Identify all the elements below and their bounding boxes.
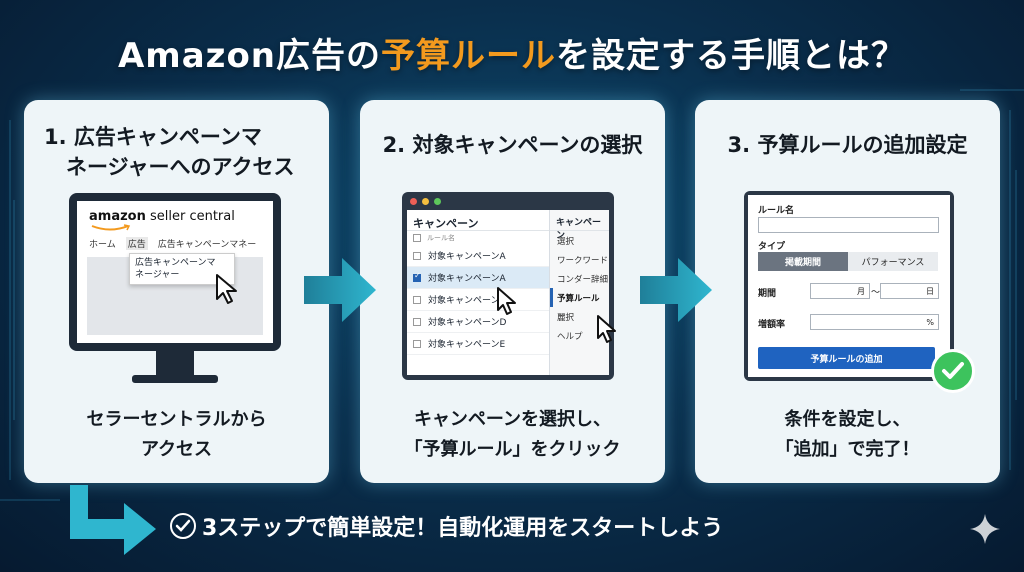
row-checkbox[interactable] (413, 251, 421, 260)
corner-arrow-icon (70, 485, 156, 555)
type-label: タイプ (758, 242, 786, 252)
seller-central-screen: amazon seller central ホーム 広告 広告キャンペーンマネー… (77, 201, 273, 343)
column-header: ルール名 (407, 231, 549, 245)
row-checkbox-checked[interactable] (413, 271, 421, 282)
minimize-dot-icon[interactable] (422, 198, 429, 205)
nav-home[interactable]: ホーム (89, 240, 116, 250)
increase-rate-input[interactable]: % (810, 314, 939, 330)
campaign-list-header: キャンペーン (407, 210, 549, 231)
step-3-title: 3. 予算ルールの追加設定 (727, 133, 968, 157)
campaign-window: キャンペーン ルール名 対象キャンペーンA 対象キャンペーンA 対象キャンペーン… (402, 192, 616, 380)
rule-name-label: ルール名 (758, 206, 795, 216)
step-card-2: 2. 対象キャンペーンの選択 キャンペーン ルール名 対象キャンペーンA 対象キ… (360, 100, 665, 483)
period-month-input[interactable]: 月 (810, 283, 870, 299)
window-controls (410, 198, 441, 205)
cursor-icon (497, 287, 516, 315)
step-1-caption: セラーセントラルから アクセス (86, 409, 267, 460)
budget-rule-form: ルール名 タイプ 掲載期間 パフォーマンス 期間 月 ～ 日 増額率 % 予算ル… (748, 195, 950, 377)
menu-item-help[interactable]: ヘルプ (557, 331, 583, 342)
campaign-menu: キャンペーン 選択 ワークワード コンダー辞細 予算ルール 麗択 ヘルプ (550, 210, 609, 375)
menu-item-select[interactable]: 選択 (557, 236, 575, 247)
seller-central-nav: ホーム 広告 広告キャンペーンマネー (77, 237, 273, 250)
cursor-icon (216, 274, 237, 304)
nav-campaign-manager[interactable]: 広告キャンペーンマネー (157, 240, 257, 250)
step-card-3: 3. 予算ルールの追加設定 ルール名 タイプ 掲載期間 パフォーマンス 期間 月… (695, 100, 1000, 483)
step-3-caption: 条件を設定し、 「追加」で完了！ (775, 409, 920, 460)
campaign-list: キャンペーン ルール名 対象キャンペーンA 対象キャンペーンA 対象キャンペーン… (407, 210, 550, 375)
menu-item-budget-rule[interactable]: 予算ルール (550, 288, 609, 307)
select-all-checkbox[interactable] (413, 234, 421, 242)
row-checkbox[interactable] (413, 339, 421, 348)
campaign-row[interactable]: 対象キャンペーンC (407, 289, 549, 311)
monitor-base (132, 375, 218, 383)
campaign-menu-header: キャンペーン (550, 210, 609, 241)
amazon-smile-icon (91, 224, 131, 231)
right-arrow-icon (640, 258, 712, 322)
type-segmented-control: 掲載期間 パフォーマンス (758, 252, 938, 271)
type-option-period[interactable]: 掲載期間 (758, 252, 848, 271)
maximize-dot-icon[interactable] (434, 198, 441, 205)
monitor-neck (156, 351, 194, 377)
menu-item-choice[interactable]: 麗択 (557, 312, 575, 323)
nav-advertising[interactable]: 広告 (125, 237, 148, 250)
campaign-row[interactable]: 対象キャンペーンD (407, 311, 549, 333)
step-1-title: 1. 広告キャンペーンマ ネージャーへのアクセス (44, 125, 295, 179)
banner-text: 3ステップで簡単設定！自動化運用をスタートしよう (202, 516, 724, 541)
period-day-input[interactable]: 日 (880, 283, 939, 299)
close-dot-icon[interactable] (410, 198, 417, 205)
sparkle-icon (970, 514, 1000, 544)
success-check-icon (931, 349, 975, 393)
row-checkbox[interactable] (413, 317, 421, 326)
increase-rate-label: 増額率 (758, 320, 786, 330)
type-option-performance[interactable]: パフォーマンス (848, 252, 938, 271)
menu-item-condition[interactable]: コンダー辞細 (557, 274, 609, 285)
step-2-title: 2. 対象キャンペーンの選択 (382, 133, 643, 157)
check-circle-icon (170, 513, 196, 539)
amazon-logo: amazon seller central (89, 209, 235, 224)
page-title: Amazon広告の予算ルールを設定する手順とは？ (117, 36, 907, 76)
step-2-caption: キャンペーンを選択し、 「予算ルール」をクリック (404, 409, 621, 460)
cursor-icon (597, 315, 616, 343)
campaign-row-selected[interactable]: 対象キャンペーンA (407, 267, 549, 289)
menu-item-keyword[interactable]: ワークワード (557, 255, 609, 266)
period-separator: ～ (871, 288, 881, 298)
window-body: キャンペーン ルール名 対象キャンペーンA 対象キャンペーンA 対象キャンペーン… (407, 210, 616, 375)
step-card-1: 1. 広告キャンペーンマ ネージャーへのアクセス amazon seller c… (24, 100, 329, 483)
budget-rule-form-frame: ルール名 タイプ 掲載期間 パフォーマンス 期間 月 ～ 日 増額率 % 予算ル… (744, 191, 954, 381)
rule-name-input[interactable] (758, 217, 939, 233)
campaign-row[interactable]: 対象キャンペーンE (407, 333, 549, 355)
title-accent: 予算ルール (381, 36, 557, 76)
period-label: 期間 (758, 289, 777, 299)
add-budget-rule-button[interactable]: 予算ルールの追加 (758, 347, 935, 369)
row-checkbox[interactable] (413, 295, 421, 304)
bottom-banner: 3ステップで簡単設定！自動化運用をスタートしよう (170, 510, 910, 542)
campaign-row[interactable]: 対象キャンペーンA (407, 245, 549, 267)
monitor: amazon seller central ホーム 広告 広告キャンペーンマネー… (69, 193, 281, 351)
right-arrow-icon (304, 258, 376, 322)
